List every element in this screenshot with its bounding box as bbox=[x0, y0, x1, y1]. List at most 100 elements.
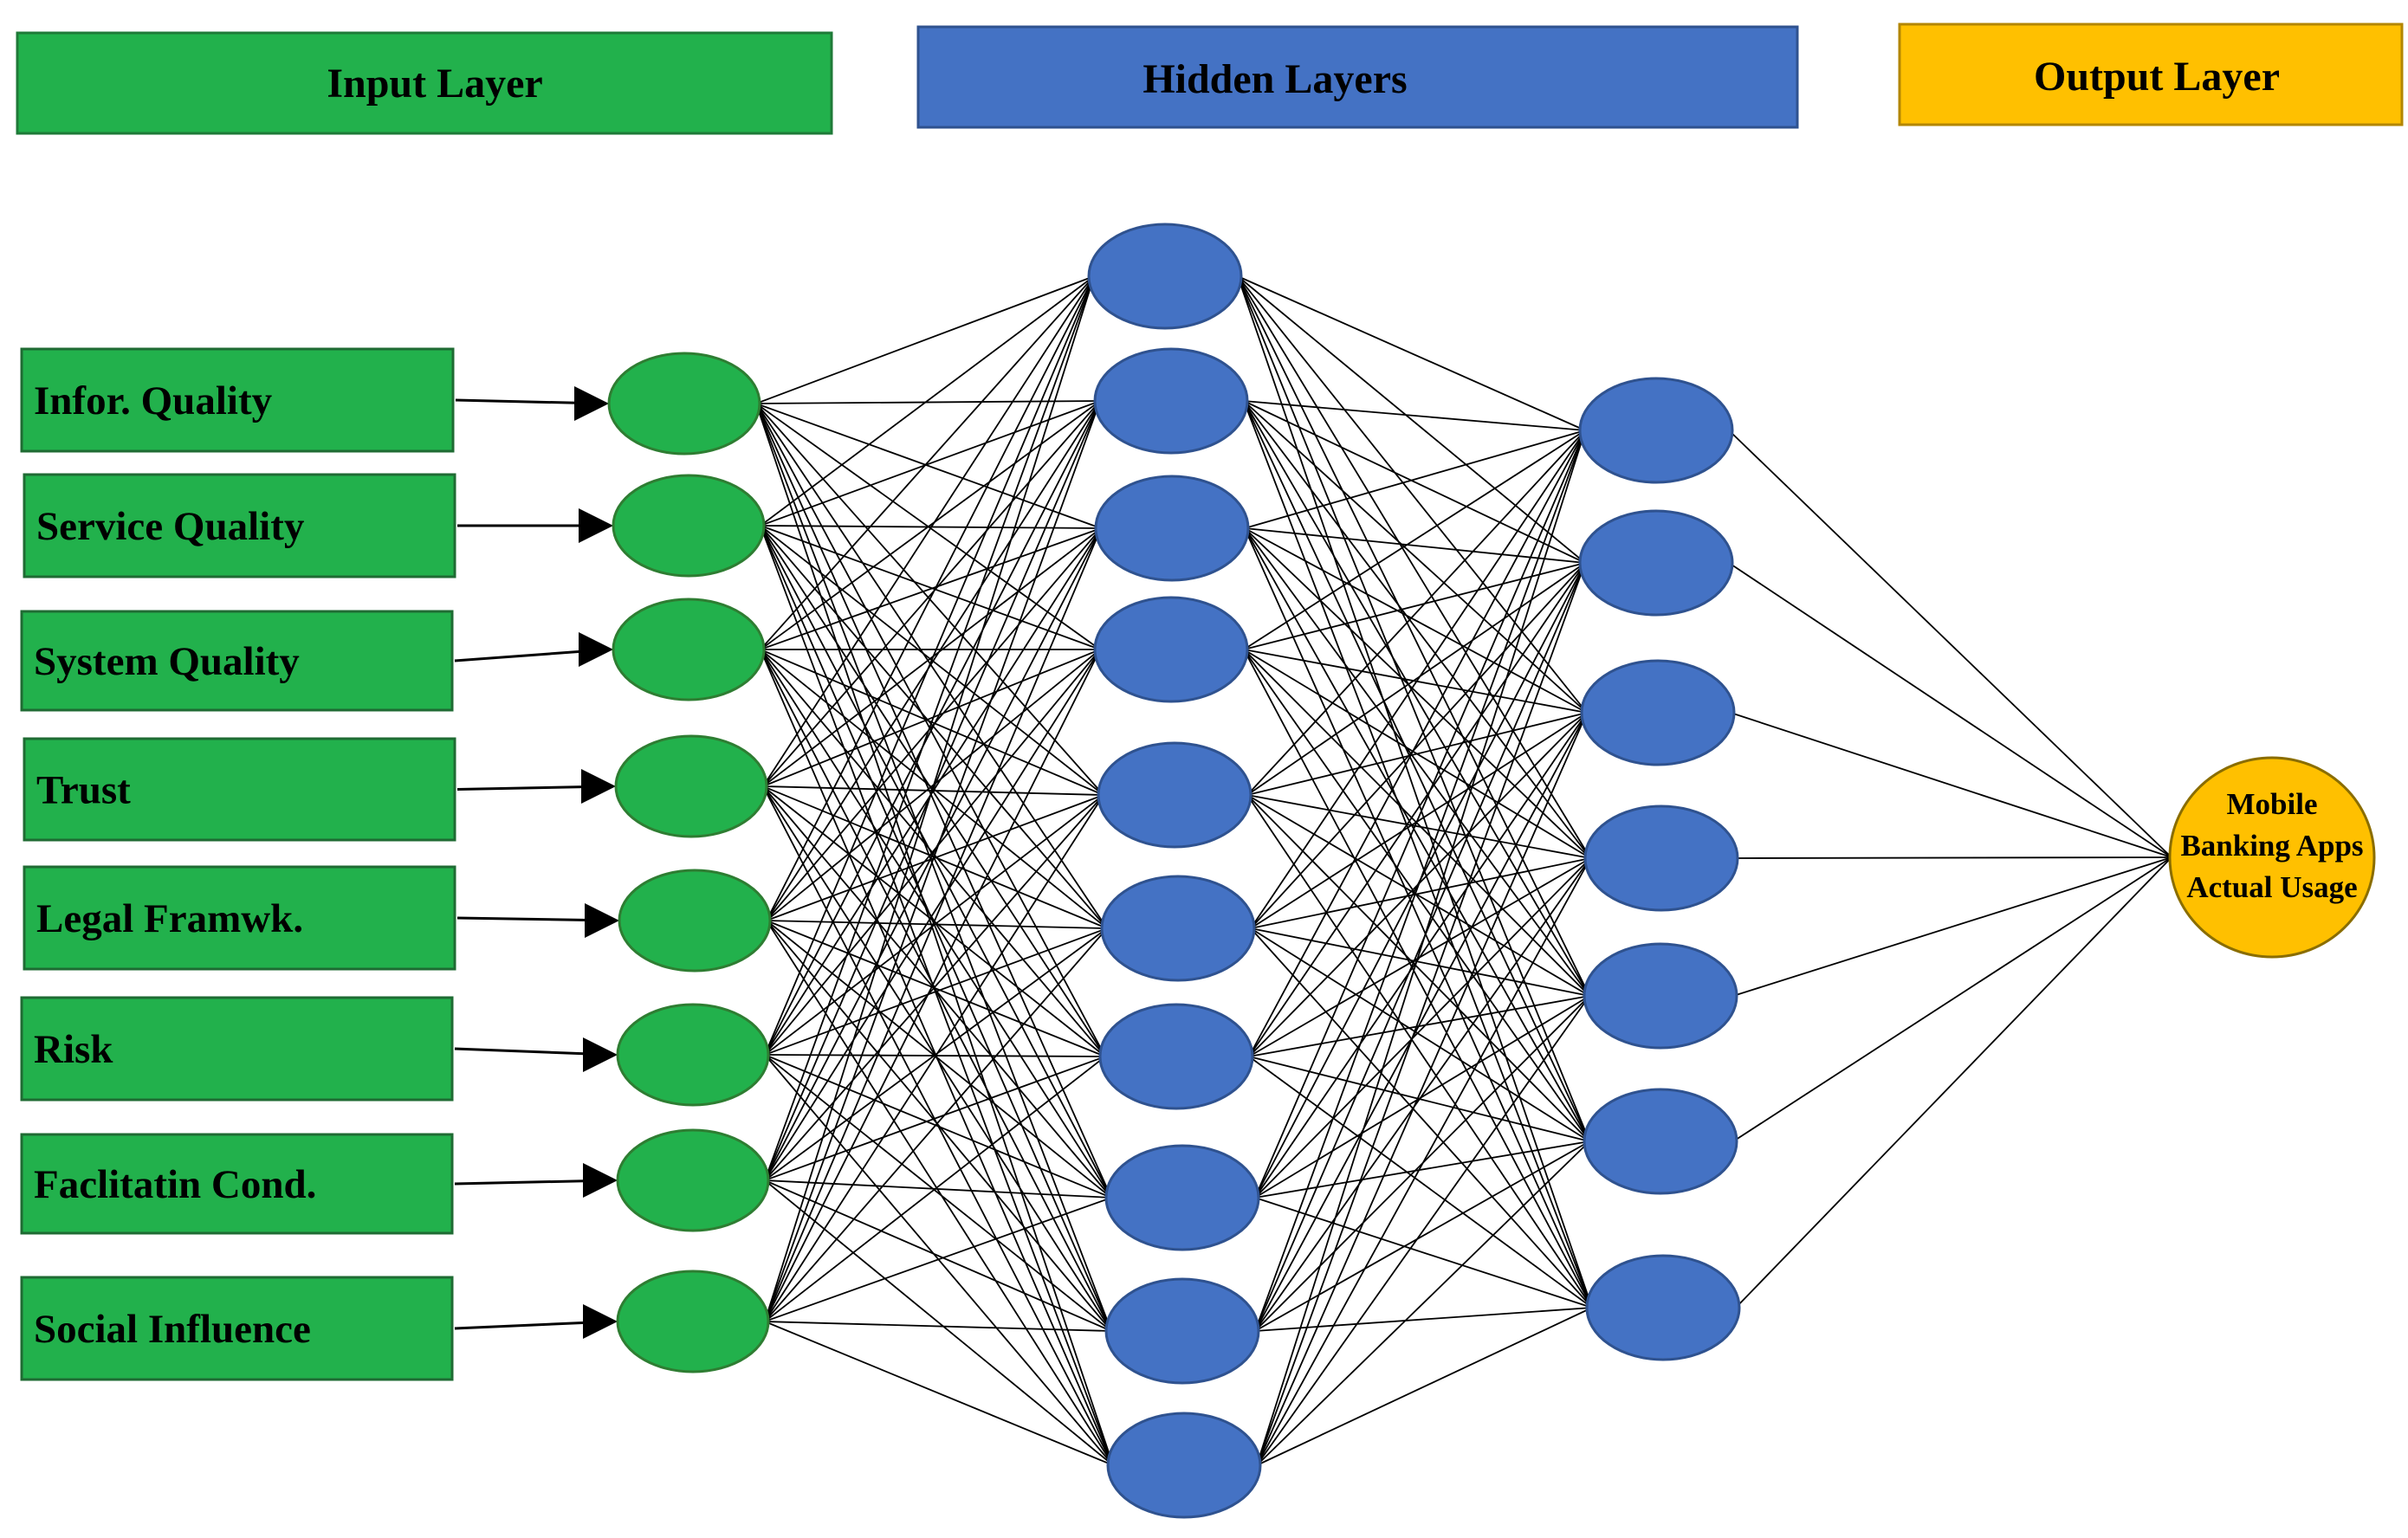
input-node-5 bbox=[618, 869, 772, 973]
connection-input-6-to-hidden1-4 bbox=[764, 649, 1101, 1056]
connection-input-4-to-hidden1-8 bbox=[762, 785, 1112, 1199]
connection-hidden1-4-to-hidden2-7 bbox=[1243, 649, 1593, 1309]
connection-hidden1-3-to-hidden2-7 bbox=[1244, 527, 1593, 1309]
hidden1-node-1 bbox=[1087, 223, 1243, 330]
connection-input-2-to-hidden1-4 bbox=[760, 525, 1101, 650]
connection-input-8-to-hidden1-7 bbox=[764, 1056, 1106, 1322]
connection-input-1-to-hidden1-9 bbox=[755, 403, 1112, 1332]
connection-hidden1-3-to-hidden2-4 bbox=[1244, 527, 1591, 859]
input-arrowhead-icon bbox=[583, 1163, 618, 1198]
connection-input-3-to-hidden1-3 bbox=[760, 527, 1102, 650]
input-label: Trust bbox=[36, 768, 131, 813]
connection-input-6-to-hidden1-9 bbox=[764, 1054, 1112, 1332]
input-node-7 bbox=[616, 1128, 770, 1232]
hidden1-node-10 bbox=[1106, 1412, 1262, 1519]
hidden1-node-4 bbox=[1093, 596, 1249, 703]
connection-hidden1-9-to-hidden2-6 bbox=[1254, 1141, 1590, 1332]
connection-hidden2-3-to-output bbox=[1730, 712, 2172, 858]
connection-input-7-to-hidden1-4 bbox=[764, 649, 1101, 1181]
input-arrowhead-icon bbox=[574, 386, 609, 421]
input-box-rect bbox=[23, 473, 456, 578]
connection-input-1-to-hidden1-10 bbox=[755, 403, 1114, 1466]
connection-input-5-to-hidden1-7 bbox=[766, 920, 1106, 1057]
connection-hidden1-2-to-hidden2-3 bbox=[1243, 400, 1588, 714]
connection-hidden1-6-to-hidden2-7 bbox=[1250, 927, 1593, 1309]
hidden2-node-5 bbox=[1583, 942, 1738, 1050]
input-box-rect bbox=[20, 610, 454, 712]
input-layer-header: Input Layer bbox=[16, 31, 833, 135]
connection-hidden1-8-to-hidden2-6 bbox=[1254, 1141, 1590, 1199]
connection-input-8-to-hidden1-4 bbox=[764, 649, 1101, 1322]
connection-hidden1-5-to-hidden2-4 bbox=[1246, 794, 1591, 859]
input-node-1 bbox=[607, 352, 761, 456]
connection-input-2-to-hidden1-1 bbox=[760, 275, 1095, 527]
connection-hidden1-10-to-hidden2-5 bbox=[1256, 995, 1590, 1466]
input-label: Faclitatin Cond. bbox=[34, 1162, 316, 1207]
connection-input-1-to-hidden1-1 bbox=[755, 275, 1095, 404]
connection-hidden1-8-to-hidden2-1 bbox=[1254, 430, 1586, 1199]
connection-input-7-to-hidden1-7 bbox=[764, 1056, 1106, 1181]
connection-hidden1-2-to-hidden2-4 bbox=[1243, 400, 1591, 859]
connection-input-8-to-hidden1-3 bbox=[764, 527, 1102, 1322]
connection-input-7-to-hidden1-5 bbox=[764, 794, 1104, 1181]
connection-input-5-to-hidden1-5 bbox=[766, 794, 1104, 921]
nodes bbox=[607, 223, 2376, 1519]
connection-hidden2-6-to-output bbox=[1732, 856, 2172, 1142]
connection-hidden1-4-to-hidden2-2 bbox=[1243, 562, 1586, 650]
output-node-label-line: Actual Usage bbox=[2186, 870, 2357, 904]
output-node-label-line: Mobile bbox=[2227, 787, 2318, 821]
hidden2-node-2 bbox=[1578, 509, 1734, 617]
connection-hidden1-9-to-hidden2-7 bbox=[1254, 1307, 1593, 1332]
hidden2-node-6 bbox=[1583, 1088, 1738, 1195]
connection-input-1-to-hidden1-8 bbox=[755, 403, 1112, 1199]
input-label: Infor. Quality bbox=[34, 378, 273, 423]
hidden2-node-7 bbox=[1585, 1254, 1741, 1361]
input-node-8 bbox=[616, 1270, 770, 1373]
connection-input-8-to-hidden1-10 bbox=[764, 1321, 1114, 1466]
input-node-2 bbox=[612, 474, 766, 578]
input-arrowhead-icon bbox=[579, 508, 613, 543]
connection-hidden1-9-to-hidden2-4 bbox=[1254, 857, 1591, 1332]
connection-input-8-to-hidden1-5 bbox=[764, 794, 1104, 1322]
hidden-layers-header-text: Hidden Layers bbox=[1143, 56, 1407, 102]
connection-hidden1-1-to-hidden2-6 bbox=[1237, 275, 1590, 1142]
connection-hidden1-5-to-hidden2-3 bbox=[1246, 712, 1588, 796]
connection-hidden1-9-to-hidden2-3 bbox=[1254, 712, 1588, 1332]
input-box-3: System Quality bbox=[20, 610, 613, 712]
hidden1-node-3 bbox=[1094, 475, 1250, 582]
connection-hidden1-8-to-hidden2-4 bbox=[1254, 857, 1591, 1199]
hidden1-node-5 bbox=[1097, 741, 1253, 849]
connection-hidden2-1-to-output bbox=[1728, 430, 2172, 858]
connection-input-5-to-hidden1-8 bbox=[766, 920, 1112, 1199]
hidden2-node-4 bbox=[1583, 805, 1739, 912]
connection-input-6-to-hidden1-8 bbox=[764, 1054, 1112, 1199]
hidden1-node-7 bbox=[1098, 1003, 1254, 1110]
input-label: Legal Framwk. bbox=[36, 896, 303, 941]
connection-hidden1-6-to-hidden2-1 bbox=[1250, 430, 1586, 929]
connection-hidden1-10-to-hidden2-1 bbox=[1256, 430, 1586, 1466]
hidden1-node-8 bbox=[1104, 1144, 1260, 1251]
connection-hidden2-4-to-output bbox=[1733, 856, 2172, 859]
connection-hidden1-10-to-hidden2-7 bbox=[1256, 1307, 1593, 1466]
output-layer-header: Output Layer bbox=[1898, 23, 2404, 126]
connection-input-4-to-hidden1-1 bbox=[762, 275, 1095, 787]
input-box-rect bbox=[20, 347, 455, 453]
connection-input-8-to-hidden1-8 bbox=[764, 1197, 1112, 1322]
connection-input-1-to-hidden1-3 bbox=[755, 403, 1102, 529]
connection-input-7-to-hidden1-10 bbox=[764, 1179, 1114, 1466]
connection-hidden1-9-to-hidden2-2 bbox=[1254, 562, 1586, 1332]
connection-hidden1-7-to-hidden2-7 bbox=[1248, 1056, 1593, 1309]
connection-hidden1-5-to-hidden2-2 bbox=[1246, 562, 1586, 796]
connection-input-1-to-hidden1-2 bbox=[755, 400, 1101, 404]
connection-input-2-to-hidden1-10 bbox=[760, 525, 1114, 1466]
connection-hidden1-8-to-hidden2-5 bbox=[1254, 995, 1590, 1199]
connection-hidden1-1-to-hidden2-7 bbox=[1237, 275, 1593, 1309]
connection-hidden1-6-to-hidden2-5 bbox=[1250, 927, 1590, 997]
connection-input-4-to-hidden1-2 bbox=[762, 400, 1101, 787]
input-box-rect bbox=[23, 865, 456, 971]
input-arrowhead-icon bbox=[585, 903, 619, 938]
connection-input-8-to-hidden1-1 bbox=[764, 275, 1095, 1322]
connection-hidden1-9-to-hidden2-1 bbox=[1254, 430, 1586, 1332]
